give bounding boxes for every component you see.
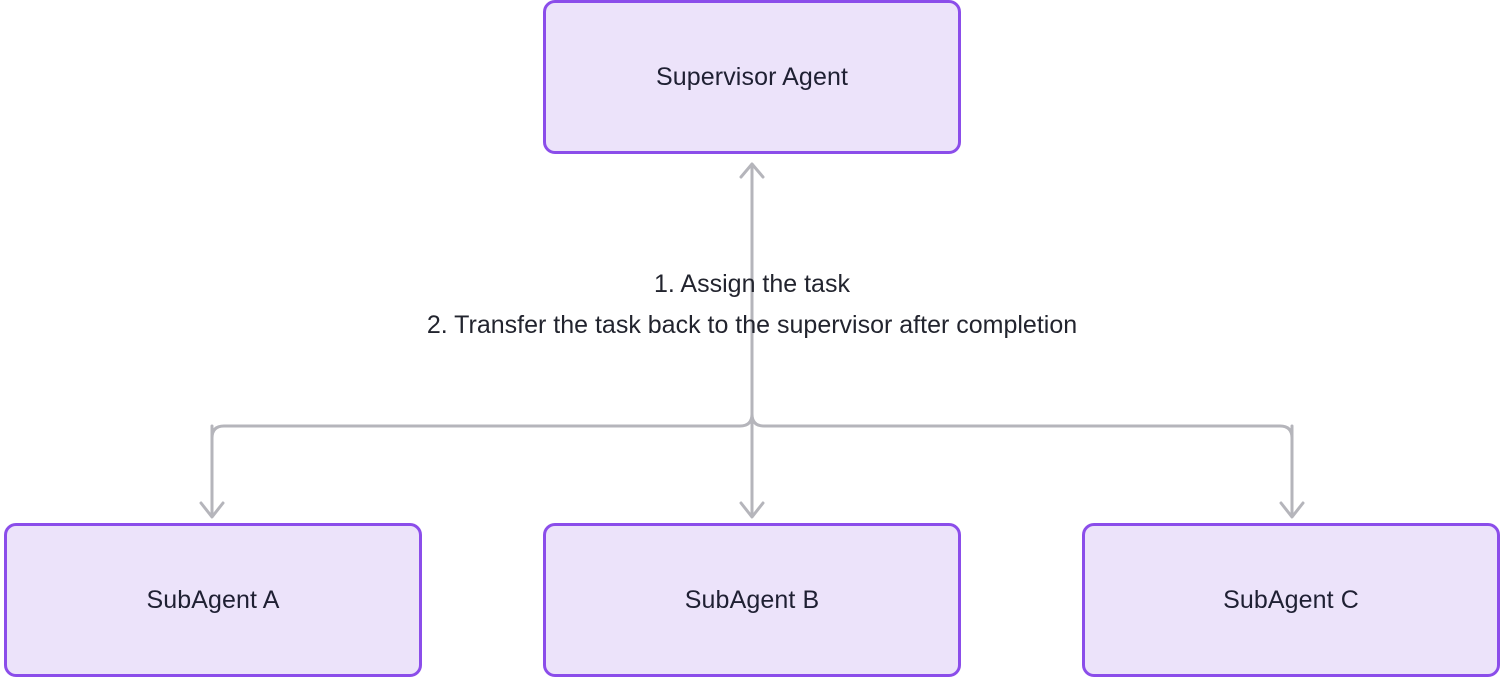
arrowhead-up-icon [739, 162, 765, 179]
arrowhead-down-icon [739, 501, 765, 519]
edge-to-subagent-c [1279, 424, 1305, 519]
edge-to-subagent-b [739, 424, 765, 519]
node-subagent-c-label: SubAgent C [1223, 585, 1359, 614]
edge-to-subagent-a [199, 424, 225, 519]
edge-label-line-1: 1. Assign the task [654, 270, 850, 298]
edge-supervisor-uplink [739, 162, 765, 428]
node-subagent-a-label: SubAgent A [146, 585, 280, 614]
node-subagent-b[interactable]: SubAgent B [543, 523, 961, 677]
node-subagent-c[interactable]: SubAgent C [1082, 523, 1500, 677]
edge-branch-bar [210, 412, 1294, 507]
edge-label-group: 1. Assign the task 2. Transfer the task … [0, 264, 1504, 346]
node-supervisor-agent[interactable]: Supervisor Agent [543, 0, 961, 154]
edge-label-line-2: 2. Transfer the task back to the supervi… [426, 311, 1078, 339]
node-subagent-a[interactable]: SubAgent A [4, 523, 422, 677]
arrowhead-down-icon [199, 501, 225, 519]
arrowhead-down-icon [1279, 501, 1305, 519]
node-subagent-b-label: SubAgent B [684, 585, 820, 614]
node-supervisor-agent-label: Supervisor Agent [656, 62, 848, 91]
